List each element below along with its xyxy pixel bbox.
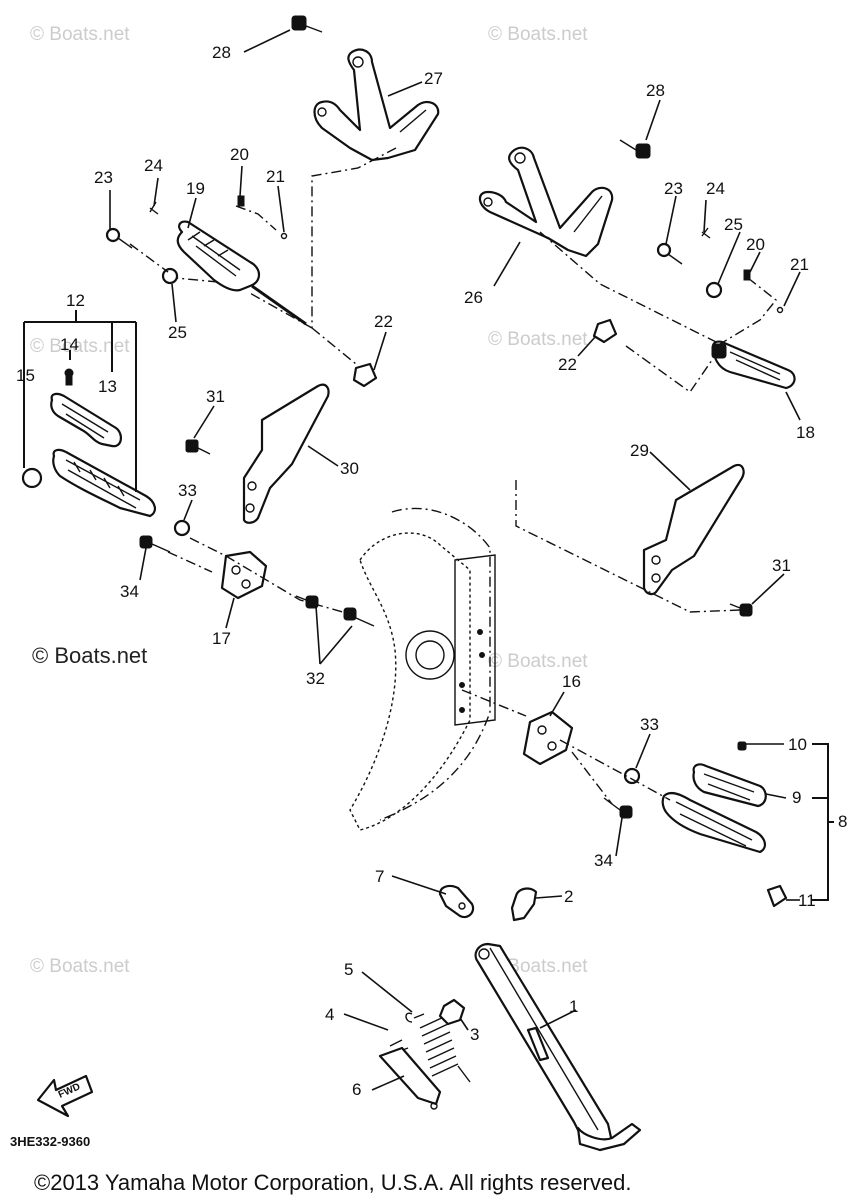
callout-24: 24 (144, 156, 163, 175)
frame-outline (349, 507, 496, 831)
part-29-heel-guard (642, 463, 745, 596)
callout-15: 15 (16, 366, 35, 385)
callout-9: 9 (792, 788, 801, 807)
part-19-footrest (176, 220, 307, 326)
callout-34: 34 (120, 582, 139, 601)
part-12-front-footrest (21, 368, 156, 518)
callout-16: 16 (562, 672, 581, 691)
callout-31: 31 (206, 387, 225, 406)
part-30-heel-guard (242, 383, 330, 524)
diagram-code: 3HE332-9360 (10, 1134, 90, 1149)
callout-11: 11 (798, 891, 816, 910)
watermark: © Boats.net (30, 336, 130, 357)
callout-25: 25 (724, 215, 743, 234)
watermark: © Boats.net (488, 329, 588, 350)
callout-3: 3 (470, 1025, 479, 1044)
callout-26: 26 (464, 288, 483, 307)
callout-1: 1 (569, 997, 578, 1016)
part-17-bracket (220, 550, 268, 600)
watermark: © Boats.net (488, 651, 588, 672)
watermark: © Boats.net (488, 24, 588, 45)
callout-13: 13 (98, 377, 117, 396)
callout-19: 19 (186, 179, 205, 198)
callout-28: 28 (212, 43, 231, 62)
callout-22: 22 (374, 312, 393, 331)
watermark-dark: © Boats.net (32, 643, 147, 668)
callout-4: 4 (325, 1005, 334, 1024)
assembly-lines (129, 147, 777, 805)
callout-29: 29 (630, 441, 649, 460)
part-26-rear-bracket (478, 146, 614, 258)
part-8-front-footrest (661, 741, 788, 908)
callout-30: 30 (340, 459, 359, 478)
part-5-spring (405, 1012, 471, 1083)
callout-10: 10 (788, 735, 807, 754)
callout-17: 17 (212, 629, 231, 648)
callout-12: 12 (66, 291, 85, 310)
callout-21: 21 (266, 167, 285, 186)
fwd-arrow-icon: FWD (36, 1074, 94, 1118)
callout-labels: 1 2 3 4 5 6 7 8 9 10 11 12 13 14 15 16 1… (16, 43, 847, 1099)
callout-18: 18 (796, 423, 815, 442)
callout-2: 2 (564, 887, 573, 906)
callout-27: 27 (424, 69, 443, 88)
callout-28: 28 (646, 81, 665, 100)
callout-8: 8 (838, 812, 847, 831)
watermark: © Boats.net (30, 956, 130, 977)
callout-33: 33 (640, 715, 659, 734)
callout-14: 14 (60, 335, 79, 354)
copyright-notice: ©2013 Yamaha Motor Corporation, U.S.A. A… (34, 1170, 631, 1195)
callout-6: 6 (352, 1080, 361, 1099)
group-bracket-12 (23, 310, 137, 492)
callout-31: 31 (772, 556, 791, 575)
callout-22: 22 (558, 355, 577, 374)
watermark: © Boats.net (30, 24, 130, 45)
hardware (105, 15, 784, 819)
callout-24: 24 (706, 179, 725, 198)
part-16-bracket (522, 710, 574, 766)
callout-20: 20 (230, 145, 249, 164)
callout-23: 23 (664, 179, 683, 198)
group-bracket-8 (812, 743, 834, 901)
callout-7: 7 (375, 867, 384, 886)
part-3-nut (438, 998, 466, 1026)
leader-lines (109, 29, 801, 1091)
callout-25: 25 (168, 323, 187, 342)
callout-32: 32 (306, 669, 325, 688)
part-1-sidestand (474, 942, 642, 1152)
part-18-footrest (711, 340, 796, 390)
callout-20: 20 (746, 235, 765, 254)
part-6-spring-cover (378, 1046, 442, 1110)
part-7-clip (438, 884, 475, 919)
callout-21: 21 (790, 255, 809, 274)
part-2-bolt (510, 887, 538, 922)
callout-34: 34 (594, 851, 613, 870)
callout-23: 23 (94, 168, 113, 187)
callout-33: 33 (178, 481, 197, 500)
part-27-rear-bracket (313, 48, 440, 162)
callout-5: 5 (344, 960, 353, 979)
